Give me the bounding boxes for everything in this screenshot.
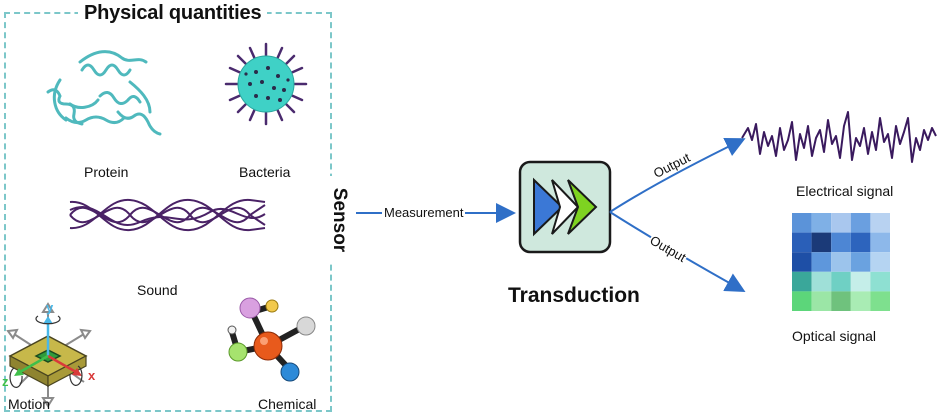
diagram-title: Physical quantities — [78, 2, 268, 25]
sound-waves-icon — [69, 198, 266, 232]
motion-axis-x: x — [88, 368, 96, 383]
sensor-label-box: Sensor — [322, 176, 356, 264]
optical-grid-cell — [811, 252, 832, 272]
optical-grid-cell — [850, 232, 871, 253]
optical-grid-cell — [792, 213, 812, 233]
optical-grid-cell — [831, 213, 851, 233]
optical-grid-cell — [870, 271, 890, 292]
optical-grid-cell — [811, 271, 832, 292]
chemical-icon — [227, 297, 316, 382]
optical-grid-cell — [870, 252, 890, 272]
optical-signal-label: Optical signal — [792, 328, 877, 344]
optical-grid-cell — [870, 291, 890, 311]
optical-grid-cell — [831, 252, 851, 272]
optical-grid-cell — [831, 271, 851, 292]
optical-grid-cell — [792, 291, 812, 311]
sound-label: Sound — [137, 282, 178, 298]
electrical-signal-label: Electrical signal — [796, 183, 894, 199]
sensor-label: Sensor — [329, 187, 350, 253]
motion-axis-y: y — [46, 300, 54, 315]
protein-icon — [46, 50, 162, 136]
motion-icon — [6, 302, 92, 408]
optical-grid-cell — [792, 271, 812, 292]
bacteria-icon — [224, 42, 308, 126]
chemical-label: Chemical — [258, 396, 317, 412]
measurement-label: Measurement — [382, 205, 466, 220]
optical-grid-cell — [811, 291, 832, 311]
optical-grid-cell — [831, 291, 851, 311]
motion-axis-z: z — [2, 374, 9, 389]
optical-grid-cell — [850, 271, 871, 292]
optical-grid-cell — [850, 252, 871, 272]
optical-grid-cell — [870, 213, 890, 233]
optical-grid-cell — [811, 232, 832, 253]
optical-grid-cell — [831, 232, 851, 253]
optical-grid-cell — [870, 232, 890, 253]
output-arrow-electrical — [609, 138, 746, 213]
bacteria-label: Bacteria — [239, 164, 291, 180]
transducer-icon — [518, 160, 612, 254]
transduction-label: Transduction — [508, 284, 640, 307]
electrical-signal-icon — [741, 111, 937, 163]
optical-signal-icon — [792, 213, 890, 311]
protein-label: Protein — [84, 164, 129, 180]
optical-grid-cell — [850, 213, 871, 233]
motion-label: Motion — [8, 396, 51, 412]
optical-grid-cell — [792, 232, 812, 253]
optical-grid-cell — [850, 291, 871, 311]
optical-grid-cell — [811, 213, 832, 233]
optical-grid-cell — [792, 252, 812, 272]
